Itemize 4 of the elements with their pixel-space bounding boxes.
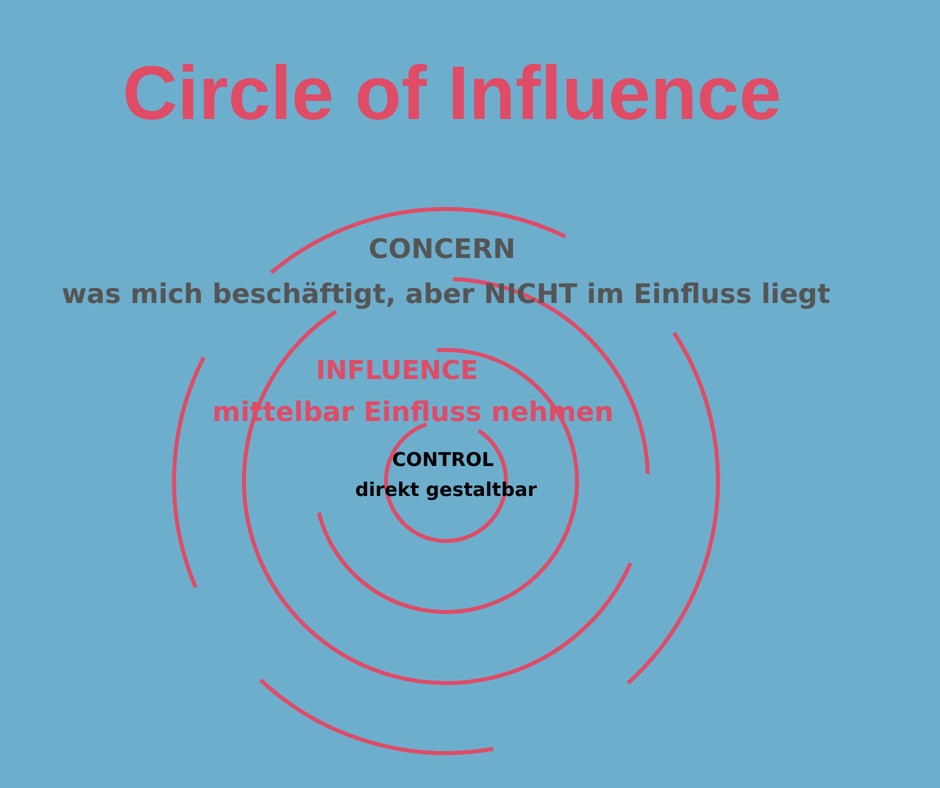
title: Circle of Influence	[122, 52, 782, 136]
ring-heading: INFLUENCE	[316, 357, 478, 387]
ring-heading: CONCERN	[368, 234, 516, 266]
ring-heading: CONTROL	[392, 450, 494, 472]
